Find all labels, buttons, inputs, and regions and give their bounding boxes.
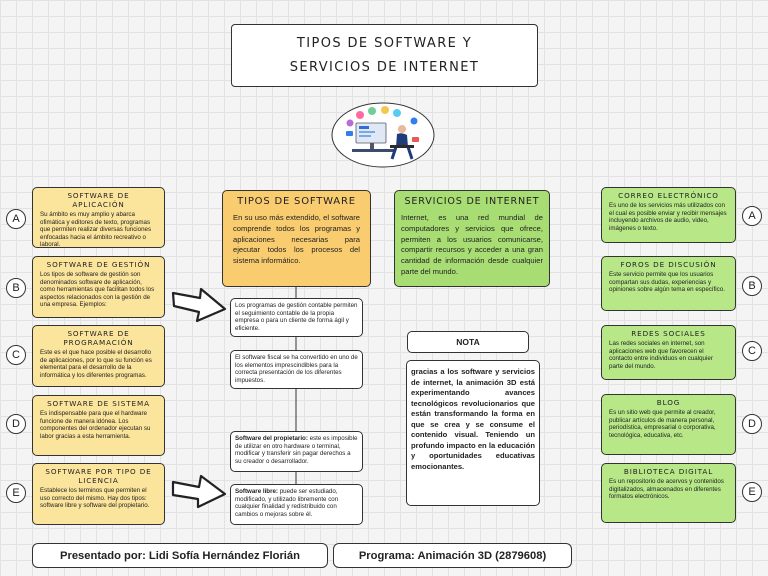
letter-badge-left-e: E <box>6 483 26 503</box>
licencia-propietario: Software del propietario: este es imposi… <box>230 431 363 472</box>
card-text: Este servicio permite que los usuarios c… <box>609 271 725 294</box>
letter-badge-left-d: D <box>6 414 26 434</box>
right-arrow-icon <box>171 287 227 323</box>
page-title: TIPOS DE SOFTWARE Y SERVICIOS DE INTERNE… <box>231 24 538 87</box>
card-heading: SOFTWARE DE PROGRAMACIÓN <box>63 329 134 347</box>
card-text: Su ámbito es muy amplio y abarca ofimáti… <box>40 211 152 249</box>
programmer-illustration-icon <box>331 102 435 168</box>
servicios-internet-box: SERVICIOS DE INTERNET Internet, es una r… <box>394 190 550 287</box>
servicios-internet-heading: SERVICIOS DE INTERNET <box>404 196 540 207</box>
letter-badge-right-c: C <box>742 341 762 361</box>
title-line-2: SERVICIOS DE INTERNET <box>289 59 480 75</box>
licencia-libre-text: puede ser estudiado, modificado, y utili… <box>235 488 339 518</box>
card-heading: SOFTWARE DE GESTIÓN <box>46 260 151 269</box>
card-text: Es un repositorio de acervos y contenido… <box>609 478 724 501</box>
tipos-software-box: TIPOS DE SOFTWARE En su uso más extendid… <box>222 190 371 287</box>
card-text: Establece los terminos que permiten el u… <box>40 487 150 510</box>
licencia-propietario-label: Software del propietario: <box>235 435 308 442</box>
licencia-libre: Software libre: puede ser estudiado, mod… <box>230 484 363 525</box>
author-label: Presentado por: Lidi Sofía Hernández Flo… <box>32 543 328 568</box>
card-text: Este es el que hace posible el desarroll… <box>40 349 152 379</box>
right-arrow-icon <box>171 474 227 509</box>
nota-heading: NOTA <box>407 331 529 353</box>
card-software-gestion: SOFTWARE DE GESTIÓN Los tipos de softwar… <box>32 256 165 318</box>
nota-text: gracias a los software y servicios de in… <box>406 360 540 506</box>
card-correo-electronico: CORREO ELECTRÓNICO Es uno de los servici… <box>601 187 736 243</box>
card-text: Los tipos de software de gestión son den… <box>40 271 155 309</box>
gestion-example-contable: Los programas de gestión contable permit… <box>230 298 363 337</box>
card-blog: BLOG Es un sitio web que permite al crea… <box>601 394 736 455</box>
card-heading: CORREO ELECTRÓNICO <box>618 191 719 200</box>
card-text: Es uno de los servicios más utilizados c… <box>609 202 727 232</box>
tipos-software-text: En su uso más extendido, el software com… <box>233 213 360 266</box>
card-biblioteca-digital: BIBLIOTECA DIGITAL Es un repositorio de … <box>601 463 736 523</box>
letter-badge-left-b: B <box>6 278 26 298</box>
card-heading: FOROS DE DISCUSIÓN <box>620 260 717 269</box>
card-redes-sociales: REDES SOCIALES Las redes sociales en int… <box>601 325 736 380</box>
licencia-libre-label: Software libre: <box>235 488 278 495</box>
letter-badge-right-d: D <box>742 414 762 434</box>
card-software-sistema: SOFTWARE DE SISTEMA Es indispensable par… <box>32 395 165 456</box>
card-software-programacion: SOFTWARE DE PROGRAMACIÓN Este es el que … <box>32 325 165 387</box>
title-line-1: TIPOS DE SOFTWARE Y <box>296 35 473 51</box>
card-text: Es un sitio web que permite al creador, … <box>609 409 716 439</box>
card-text: Es indispensable para que el hardware fu… <box>40 410 151 440</box>
servicios-internet-text: Internet, es una red mundial de computad… <box>401 213 543 276</box>
card-heading: BLOG <box>656 398 681 407</box>
card-heading: SOFTWARE DE APLICACIÓN <box>67 191 130 209</box>
card-foros-discusion: FOROS DE DISCUSIÓN Este servicio permite… <box>601 256 736 311</box>
card-text: Las redes sociales en internet, son apli… <box>609 340 713 370</box>
tipos-software-heading: TIPOS DE SOFTWARE <box>237 196 356 207</box>
letter-badge-left-a: A <box>6 209 26 229</box>
program-label: Programa: Animación 3D (2879608) <box>333 543 572 568</box>
letter-badge-right-b: B <box>742 276 762 296</box>
gestion-example-fiscal: El software fiscal se ha convertido en u… <box>230 350 363 389</box>
card-heading: BIBLIOTECA DIGITAL <box>623 467 714 476</box>
letter-badge-right-a: A <box>742 206 762 226</box>
card-heading: SOFTWARE POR TIPO DE LICENCIA <box>45 467 152 485</box>
card-heading: REDES SOCIALES <box>631 329 706 338</box>
card-heading: SOFTWARE DE SISTEMA <box>47 399 150 408</box>
card-software-aplicacion: SOFTWARE DE APLICACIÓN Su ámbito es muy … <box>32 187 165 248</box>
letter-badge-left-c: C <box>6 345 26 365</box>
card-software-licencia: SOFTWARE POR TIPO DE LICENCIA Establece … <box>32 463 165 525</box>
letter-badge-right-e: E <box>742 482 762 502</box>
licencia-propietario-text: este es imposible de utilizar en otro ha… <box>235 435 358 465</box>
